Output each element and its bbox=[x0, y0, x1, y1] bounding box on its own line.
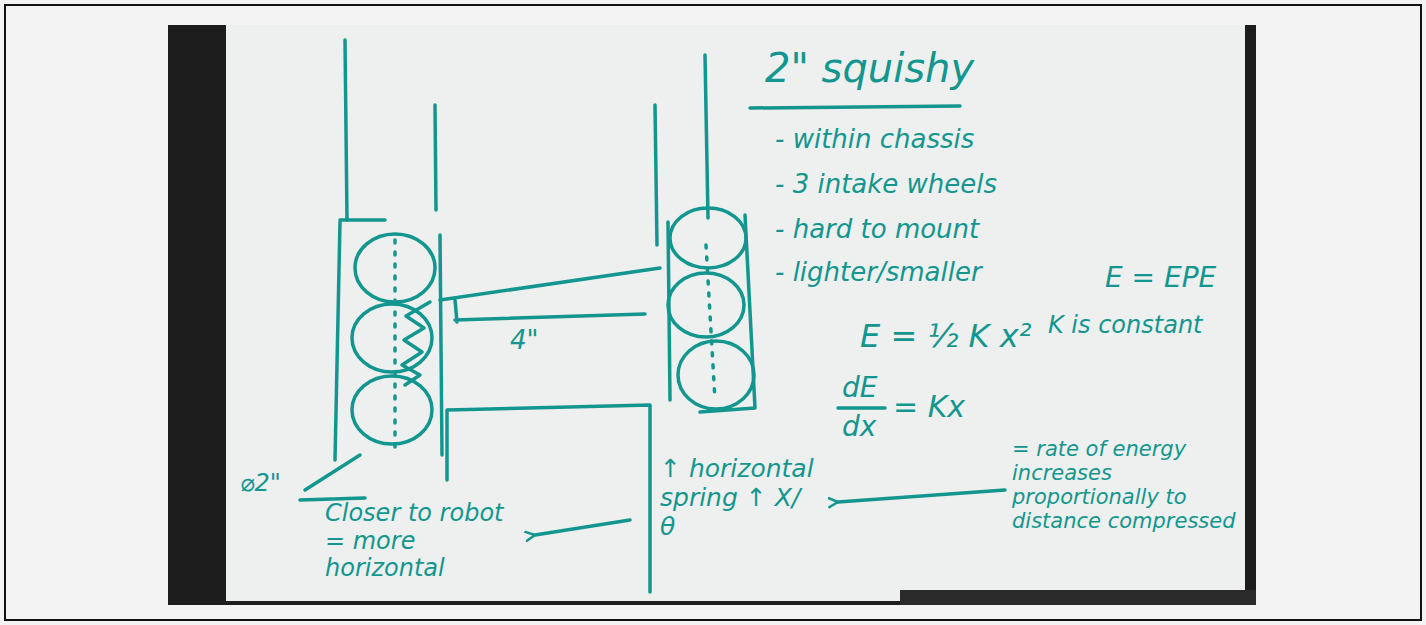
equation: E = ½ K x² bbox=[860, 318, 1031, 355]
dimension-label: 4" bbox=[510, 326, 539, 356]
note: K is constant bbox=[1048, 312, 1203, 340]
equation-part: dE bbox=[842, 372, 877, 404]
note-bullet: - within chassis bbox=[775, 125, 974, 155]
equation: E = EPE bbox=[1105, 262, 1216, 294]
note-bullet: - lighter/smaller bbox=[775, 258, 982, 288]
dimension-label: ⌀2" bbox=[240, 470, 281, 498]
note-bullet: - 3 intake wheels bbox=[775, 170, 997, 200]
title: 2" squishy bbox=[765, 45, 974, 91]
note: Closer to robot = more horizontal bbox=[325, 500, 525, 583]
equation-part: dx bbox=[842, 411, 876, 443]
note: ↑ horizontal spring ↑ X/θ bbox=[660, 455, 815, 541]
equation-part: = Kx bbox=[893, 390, 965, 425]
note-bullet: - hard to mount bbox=[775, 215, 979, 245]
note: = rate of energy increases proportionall… bbox=[1012, 437, 1240, 534]
